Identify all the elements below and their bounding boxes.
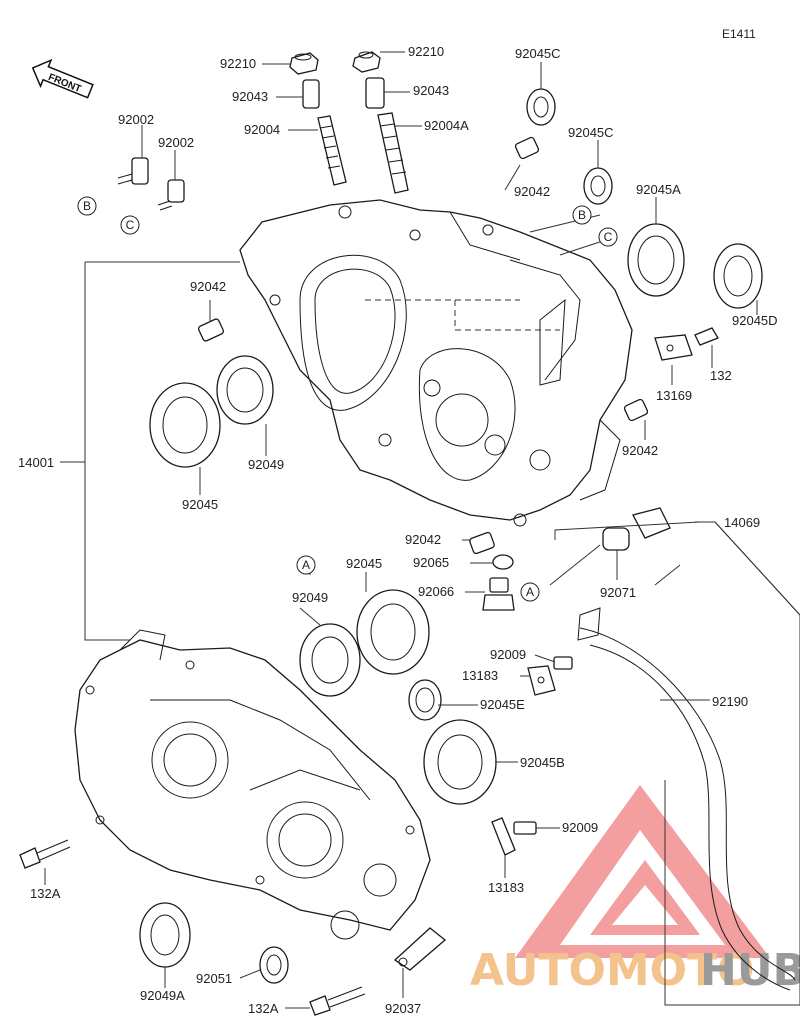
bearing-92045C-top bbox=[526, 88, 556, 126]
bolt-92002-c bbox=[157, 179, 185, 211]
dowel-92042-right bbox=[623, 398, 649, 422]
dowel-92042-lower bbox=[469, 531, 495, 555]
washer-92065 bbox=[492, 554, 514, 570]
label-92042-left: 92042 bbox=[190, 279, 226, 294]
label-13183-top: 13183 bbox=[462, 668, 498, 683]
svg-text:A: A bbox=[526, 585, 534, 599]
label-92049-top: 92049 bbox=[248, 457, 284, 472]
label-92045-mid: 92045 bbox=[346, 556, 382, 571]
plate-13183-top bbox=[527, 665, 556, 696]
label-92210-left: 92210 bbox=[220, 56, 256, 71]
plug-92066 bbox=[482, 577, 515, 611]
label-92071: 92071 bbox=[600, 585, 636, 600]
label-92045D: 92045D bbox=[732, 313, 778, 328]
label-92043-right: 92043 bbox=[413, 83, 449, 98]
label-92210-right: 92210 bbox=[408, 44, 444, 59]
bearing-92045A bbox=[627, 223, 685, 297]
label-92045E: 92045E bbox=[480, 697, 525, 712]
svg-text:A: A bbox=[302, 558, 310, 572]
label-92049-mid: 92049 bbox=[292, 590, 328, 605]
collar-92043-left bbox=[302, 79, 320, 109]
label-92066: 92066 bbox=[418, 584, 454, 599]
diagram-reference-code: E1411 bbox=[722, 27, 756, 41]
label-92002-a: 92002 bbox=[118, 112, 154, 127]
plate-13183-bot bbox=[491, 817, 516, 856]
label-92002-b: 92002 bbox=[158, 135, 194, 150]
bracket-14069 bbox=[577, 607, 601, 641]
nut-92210-left bbox=[289, 52, 319, 75]
svg-text:B: B bbox=[578, 208, 586, 222]
label-92045A: 92045A bbox=[636, 182, 681, 197]
seal-92049-top bbox=[216, 355, 274, 425]
svg-text:C: C bbox=[126, 218, 135, 232]
bolt-92009-top bbox=[553, 656, 573, 670]
bearing-92045-mid bbox=[356, 589, 430, 675]
collar-92043-right bbox=[365, 77, 385, 109]
label-13183-bot: 13183 bbox=[488, 880, 524, 895]
seal-92049A bbox=[139, 902, 191, 968]
dowel-92042-left bbox=[197, 318, 225, 342]
label-92049A: 92049A bbox=[140, 988, 185, 1003]
bolt-132A-bot bbox=[309, 986, 366, 1016]
label-92045B: 92045B bbox=[520, 755, 565, 770]
label-132: 132 bbox=[710, 368, 732, 383]
callout-b-right: B bbox=[572, 205, 592, 225]
seal-92051 bbox=[259, 946, 289, 984]
watermark-logo bbox=[515, 785, 770, 958]
label-92045C-top: 92045C bbox=[515, 46, 561, 61]
label-92037: 92037 bbox=[385, 1001, 421, 1016]
bearing-92045C-mid bbox=[583, 167, 613, 205]
bearing-92045E bbox=[408, 679, 442, 721]
callout-a-lower: A bbox=[520, 582, 540, 602]
label-92051: 92051 bbox=[196, 971, 232, 986]
label-13169: 13169 bbox=[656, 388, 692, 403]
watermark-text-part1: AUTOMOTO bbox=[470, 945, 754, 996]
lower-crankcase-left-half bbox=[74, 629, 431, 940]
bearing-92045B bbox=[423, 719, 497, 805]
bolt-92009-bot bbox=[513, 821, 537, 835]
bearing-92045D bbox=[713, 243, 763, 309]
callout-c-left: C bbox=[120, 215, 140, 235]
stud-92004A bbox=[377, 112, 409, 194]
label-92042-top: 92042 bbox=[514, 184, 550, 199]
label-132A-bot: 132A bbox=[248, 1001, 279, 1016]
label-92045C-mid: 92045C bbox=[568, 125, 614, 140]
plate-13169 bbox=[654, 334, 693, 361]
svg-text:B: B bbox=[83, 199, 91, 213]
bolt-132A-left bbox=[19, 839, 71, 869]
nut-92210-right bbox=[352, 51, 381, 73]
front-arrow-icon: FRONT bbox=[31, 58, 94, 99]
bolt-92002-b bbox=[117, 157, 149, 185]
label-92065: 92065 bbox=[413, 555, 449, 570]
label-92004: 92004 bbox=[244, 122, 280, 137]
label-14069: 14069 bbox=[724, 515, 760, 530]
seal-92049-mid bbox=[299, 623, 361, 697]
svg-text:C: C bbox=[604, 230, 613, 244]
label-92045-top: 92045 bbox=[182, 497, 218, 512]
label-92009-top: 92009 bbox=[490, 647, 526, 662]
label-92190: 92190 bbox=[712, 694, 748, 709]
dowel-92042-top bbox=[514, 136, 540, 160]
label-14001: 14001 bbox=[18, 455, 54, 470]
upper-crankcase-right-half bbox=[239, 199, 633, 527]
hose-92190 bbox=[579, 627, 796, 991]
bearing-92045-top bbox=[149, 382, 221, 468]
fitting-92071 bbox=[602, 507, 671, 551]
label-92009-bot: 92009 bbox=[562, 820, 598, 835]
label-92043-left: 92043 bbox=[232, 89, 268, 104]
callout-c-right: C bbox=[598, 227, 618, 247]
callout-b-left: B bbox=[77, 196, 97, 216]
callout-a-upper: A bbox=[296, 555, 316, 575]
label-92042-right: 92042 bbox=[622, 443, 658, 458]
leader-lines bbox=[44, 51, 800, 1009]
label-92004A: 92004A bbox=[424, 118, 469, 133]
label-92042-lower: 92042 bbox=[405, 532, 441, 547]
bolt-132 bbox=[694, 327, 719, 346]
label-132A-left: 132A bbox=[30, 886, 61, 901]
stud-92004 bbox=[317, 115, 347, 186]
bracket-92037 bbox=[393, 927, 447, 971]
